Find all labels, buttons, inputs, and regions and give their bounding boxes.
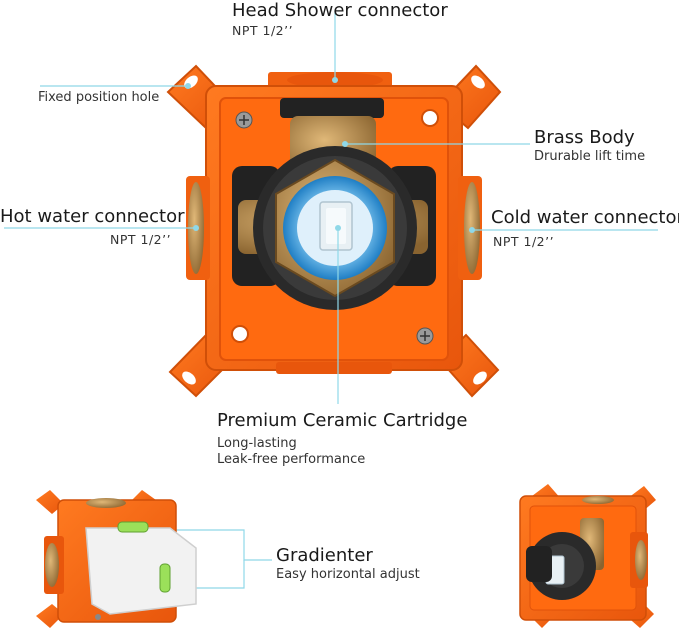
screw-icon — [235, 111, 434, 345]
cold-water-spec: NPT 1/2’’ — [493, 234, 555, 249]
cartridge-line-2: Leak-free performance — [217, 452, 366, 467]
hot-water-spec: NPT 1/2’’ — [110, 232, 172, 247]
main-valve-body — [166, 64, 502, 398]
brass-body-sub: Drurable lift time — [534, 149, 646, 164]
valve-box-with-level — [36, 490, 197, 628]
brass-body-title: Brass Body — [534, 127, 635, 148]
head-shower-title: Head Shower connector — [232, 0, 448, 21]
hot-water-title: Hot water connector — [0, 206, 185, 227]
cartridge-title: Premium Ceramic Cartridge — [217, 410, 468, 431]
cold-water-title: Cold water connector — [491, 207, 679, 228]
fixed-hole-title: Fixed position hole — [38, 90, 160, 105]
cartridge-line-1: Long-lasting — [217, 436, 297, 451]
head-shower-spec: NPT 1/2’’ — [232, 23, 294, 38]
gradienter-title: Gradienter — [276, 545, 373, 566]
gradienter-sub: Easy horizontal adjust — [276, 567, 420, 582]
valve-box-angled — [519, 484, 656, 628]
leader-gradienter-top — [150, 529, 272, 561]
leader-lines — [4, 12, 658, 591]
